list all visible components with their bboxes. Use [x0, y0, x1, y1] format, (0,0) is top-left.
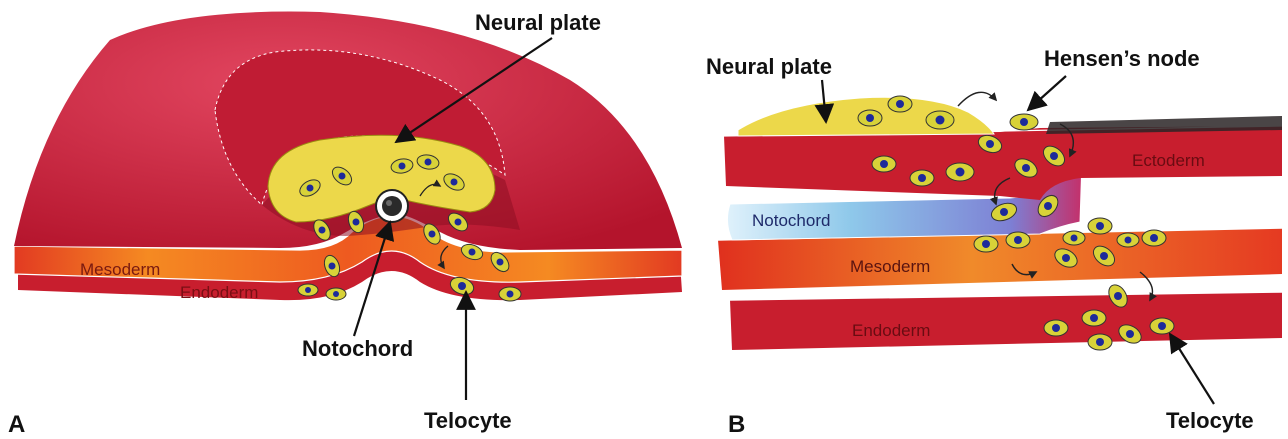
label-mesoderm-a: Mesoderm	[80, 260, 160, 279]
label-ectoderm-b: Ectoderm	[1132, 151, 1205, 170]
label-neural-plate-b: Neural plate	[706, 54, 832, 79]
label-notochord-a: Notochord	[302, 336, 413, 361]
panel-letter-a: A	[8, 411, 25, 438]
label-telocyte-a: Telocyte	[424, 408, 512, 433]
label-neural-plate-a: Neural plate	[475, 10, 601, 35]
label-hensens-node-b: Hensen’s node	[1044, 46, 1200, 71]
label-endoderm-a: Endoderm	[180, 283, 258, 302]
label-mesoderm-b: Mesoderm	[850, 257, 930, 276]
label-telocyte-b: Telocyte	[1166, 408, 1254, 433]
panel-b: Neural plate Hensen’s node Ectoderm Noto…	[706, 46, 1282, 438]
panel-letter-b: B	[728, 411, 745, 438]
panel-a: Neural plate Mesoderm Endoderm Notochord…	[8, 10, 682, 438]
label-notochord-b: Notochord	[752, 211, 830, 230]
label-endoderm-b: Endoderm	[852, 321, 930, 340]
endoderm-slab-b	[730, 292, 1282, 350]
